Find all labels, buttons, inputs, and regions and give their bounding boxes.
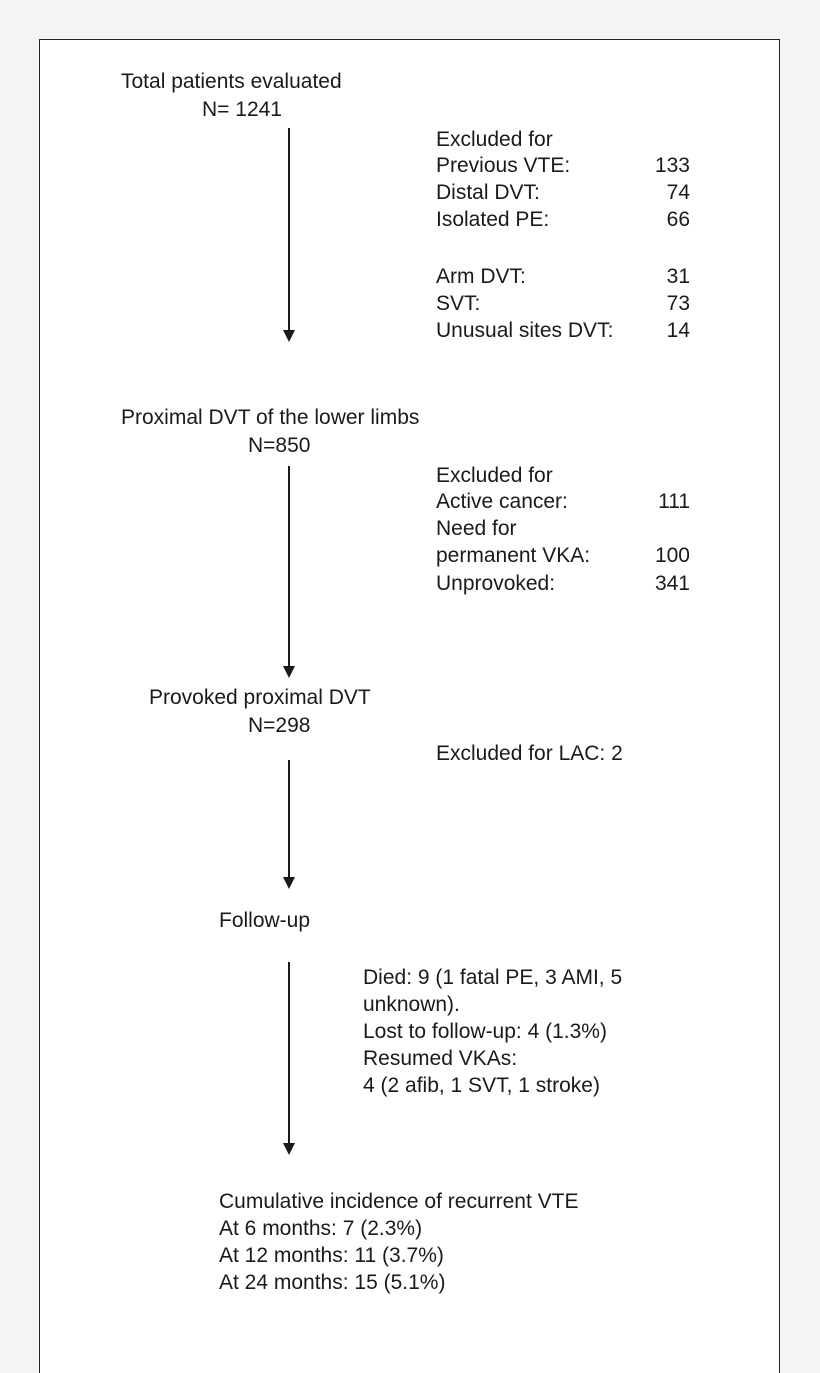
outcome-line: At 6 months: 7 (2.3%)	[219, 1217, 423, 1240]
exclusion-value: 341	[654, 572, 690, 595]
outcome-line: At 24 months: 15 (5.1%)	[219, 1271, 446, 1294]
exclusion-value: 133	[654, 154, 690, 177]
exclusion-value: 73	[666, 292, 690, 315]
followup-line: Lost to follow-up: 4 (1.3%)	[363, 1020, 607, 1043]
exclusion-label: Active cancer:	[436, 490, 568, 513]
followup-line: 4 (2 afib, 1 SVT, 1 stroke)	[363, 1074, 600, 1097]
exclusion-label: Isolated PE:	[436, 208, 550, 231]
exclusion-label: permanent VKA:	[436, 544, 591, 567]
flow-arrow-2	[282, 466, 296, 678]
outcome-title: Cumulative incidence of recurrent VTE	[219, 1190, 579, 1213]
stage-total-n: N= 1241	[202, 98, 282, 121]
stage-total-title: Total patients evaluated	[121, 70, 342, 93]
exclusion-value: 31	[666, 265, 690, 288]
exclusion-2-header: Excluded for	[436, 464, 553, 487]
exclusion-1-header: Excluded for	[436, 128, 553, 151]
exclusion-value: 14	[666, 319, 690, 342]
followup-line: Died: 9 (1 fatal PE, 3 AMI, 5	[363, 966, 623, 989]
stage-proximal-title: Proximal DVT of the lower limbs	[121, 406, 420, 429]
stage-proximal-n: N=850	[248, 434, 311, 457]
exclusion-value: 111	[658, 490, 690, 513]
exclusion-lac: Excluded for LAC: 2	[436, 742, 623, 765]
flow-arrow-3	[282, 760, 296, 889]
exclusion-value: 74	[666, 181, 690, 204]
stage-provoked-title: Provoked proximal DVT	[149, 686, 371, 709]
exclusion-label: Distal DVT:	[436, 181, 540, 204]
exclusion-value: 66	[666, 208, 690, 231]
stage-followup-title: Follow-up	[219, 909, 311, 932]
flowchart-frame	[39, 39, 780, 1373]
exclusion-label: Previous VTE:	[436, 154, 571, 177]
exclusion-label: Unprovoked:	[436, 572, 556, 595]
followup-line: Resumed VKAs:	[363, 1047, 518, 1070]
exclusion-label: Arm DVT:	[436, 265, 526, 288]
exclusion-label: Need for	[436, 517, 517, 540]
outcome-line: At 12 months: 11 (3.7%)	[219, 1244, 444, 1267]
followup-line: unknown).	[363, 993, 460, 1016]
stage-provoked-n: N=298	[248, 714, 311, 737]
exclusion-label: Unusual sites DVT:	[436, 319, 614, 342]
flow-arrow-4	[282, 962, 296, 1155]
exclusion-label: SVT:	[436, 292, 481, 315]
exclusion-value: 100	[654, 544, 690, 567]
flow-arrow-1	[282, 128, 296, 342]
